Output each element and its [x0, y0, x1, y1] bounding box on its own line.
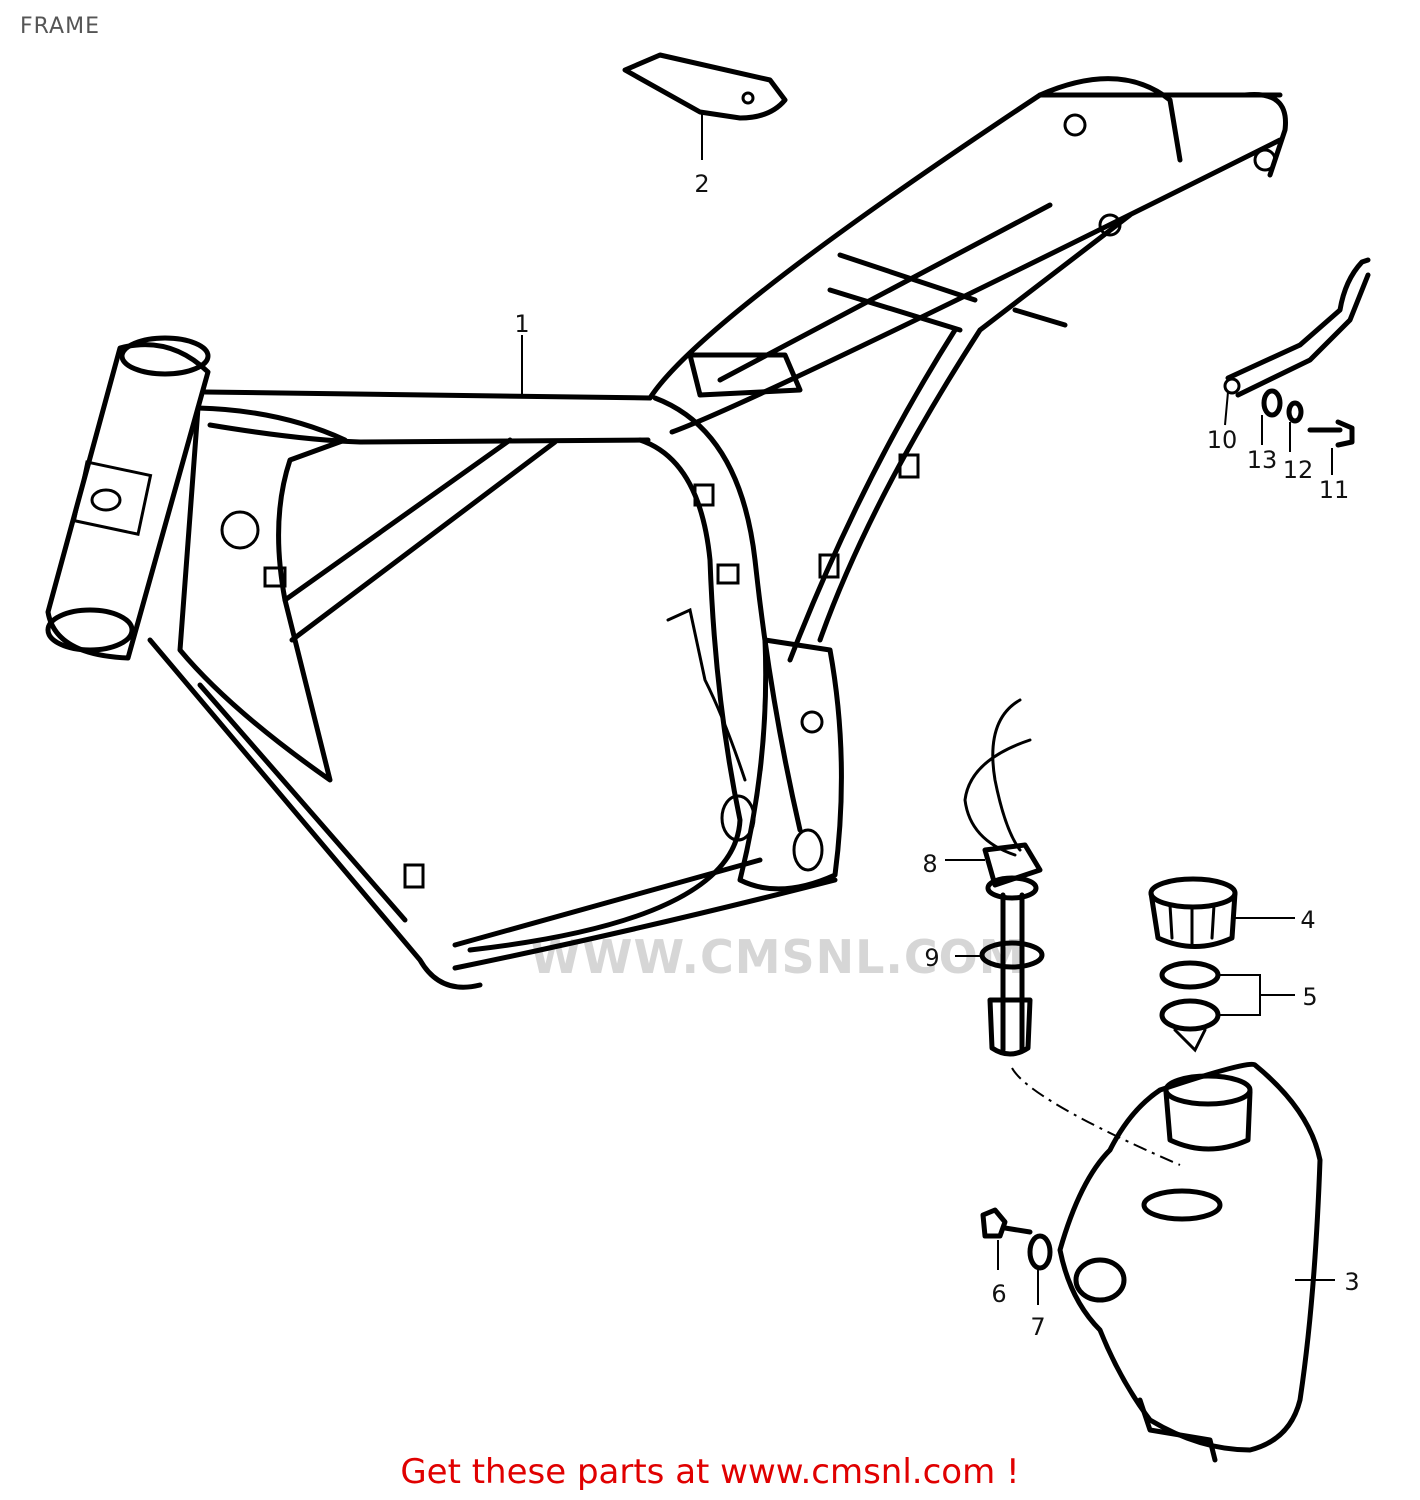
callout-6: 6: [991, 1280, 1006, 1308]
fuel-sender-part[interactable]: [963, 698, 1045, 1057]
cap-gasket-part[interactable]: [1159, 960, 1221, 1053]
callout-13: 13: [1247, 446, 1278, 474]
bracket-plate-part[interactable]: [622, 52, 788, 121]
page-title: FRAME: [20, 14, 100, 39]
callout-2: 2: [694, 170, 709, 198]
stay-part[interactable]: [1223, 257, 1371, 398]
frame-part[interactable]: [45, 76, 1288, 990]
footer-link[interactable]: Get these parts at www.cmsnl.com !: [400, 1452, 1020, 1492]
watermark-text: WWW.CMSNL.COM: [530, 930, 1026, 984]
callout-3: 3: [1344, 1268, 1359, 1296]
tank-bolt-part[interactable]: [980, 1207, 1033, 1239]
callout-1: 1: [514, 310, 529, 338]
callout-8: 8: [922, 850, 937, 878]
fuel-tank-part[interactable]: [1057, 1061, 1323, 1463]
washer-part[interactable]: [1261, 388, 1304, 424]
callout-10: 10: [1207, 426, 1238, 454]
callout-12: 12: [1283, 456, 1314, 484]
callout-4: 4: [1300, 906, 1315, 934]
callout-9: 9: [924, 944, 939, 972]
fuel-cap-part[interactable]: [1148, 876, 1238, 949]
callout-7: 7: [1030, 1313, 1045, 1341]
tank-washer-part[interactable]: [1027, 1233, 1053, 1271]
callout-11: 11: [1319, 476, 1350, 504]
callout-5: 5: [1302, 983, 1317, 1011]
bolt-part[interactable]: [1307, 419, 1355, 448]
